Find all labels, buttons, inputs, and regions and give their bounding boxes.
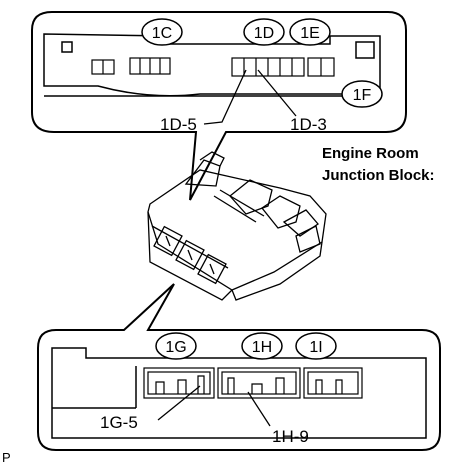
leader-lines-top xyxy=(203,69,297,125)
label-1f: 1F xyxy=(353,87,372,104)
callout-1d-3: 1D-3 xyxy=(290,115,327,134)
oval-1d xyxy=(243,18,285,46)
leader-lines-bottom xyxy=(157,385,271,427)
title-line-1: Engine Room xyxy=(322,145,419,162)
top-connector-callout xyxy=(31,11,407,201)
connector-1d-shape xyxy=(231,57,305,77)
oval-1i xyxy=(295,332,337,360)
figure-mark: P xyxy=(2,450,11,465)
oval-1h xyxy=(241,332,283,360)
connector-1g-shape xyxy=(143,367,215,399)
callout-1h-9: 1H-9 xyxy=(272,427,309,446)
callout-1g-5: 1G-5 xyxy=(100,413,138,432)
oval-1f xyxy=(341,80,383,108)
label-1h: 1H xyxy=(252,339,272,356)
connector-1h-shape xyxy=(217,367,301,399)
title-line-2: Junction Block: xyxy=(322,167,435,184)
callout-1d-5: 1D-5 xyxy=(160,115,197,134)
bottom-block-body xyxy=(51,347,427,439)
junction-block-3d xyxy=(147,151,327,301)
label-1c: 1C xyxy=(152,25,172,42)
oval-1e xyxy=(289,18,331,46)
label-1g: 1G xyxy=(165,339,186,356)
connector-1e-shape xyxy=(307,57,335,77)
label-1i: 1I xyxy=(309,339,322,356)
oval-1c xyxy=(141,18,183,46)
label-1d: 1D xyxy=(254,25,274,42)
oval-1g xyxy=(155,332,197,360)
connector-1i-shape xyxy=(303,367,363,399)
bottom-connector-callout xyxy=(37,283,441,451)
label-1e: 1E xyxy=(300,25,320,42)
top-block-body xyxy=(43,33,382,97)
connector-1c-shape xyxy=(91,57,171,75)
